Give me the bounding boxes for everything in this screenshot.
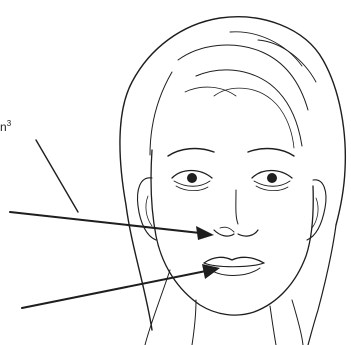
callout-label-superscript: 3 [7,119,11,128]
eyebrow-left [168,149,214,156]
eye-right [252,171,292,191]
ear-right [307,180,326,240]
label-leader-line [36,140,78,212]
eye-left [172,171,212,191]
face-contour [145,150,313,345]
arrow-to-mouth [22,264,220,308]
arrow-to-nose [10,212,214,240]
ear-left [138,178,156,240]
eyebrow-right [248,149,294,156]
hair-outline [120,17,345,345]
neck-left [192,300,196,345]
nose [214,190,258,236]
neck-right [270,306,276,345]
callout-label: n3 [0,120,11,133]
